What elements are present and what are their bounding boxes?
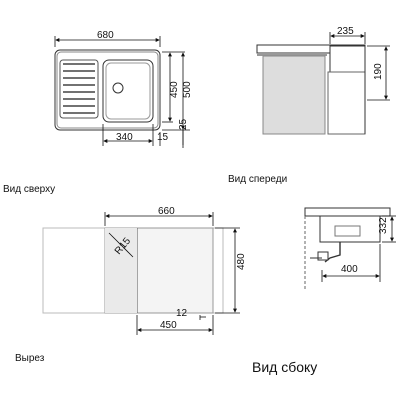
- front-cabinet-right: [327, 71, 366, 135]
- dim-cutout-450: 450: [160, 320, 177, 331]
- side-view-drawing: [304, 207, 391, 290]
- bowl-inner: [105, 62, 151, 120]
- cutout-view-drawing: [42, 227, 224, 314]
- dim-side-400: 400: [341, 264, 358, 275]
- front-bowl: [329, 45, 366, 73]
- dim-bowl-width-340: 340: [116, 132, 133, 143]
- dim-bowl-depth-450: 450: [169, 81, 180, 98]
- cabinet-frame: [262, 55, 326, 135]
- side-view-dimensions: [321, 215, 396, 282]
- side-bowl-inner: [334, 225, 361, 237]
- cabinet: [262, 55, 326, 135]
- dim-cutout-660: 660: [158, 206, 175, 217]
- dim-cutout-480: 480: [236, 253, 247, 270]
- cutout-view-caption: Вырез: [15, 353, 45, 364]
- dim-edge-25: 25: [178, 118, 189, 130]
- front-view-caption: Вид спереди: [228, 174, 287, 185]
- drainboard-grooves: [63, 63, 95, 114]
- top-view-dimensions: [54, 36, 190, 148]
- front-view-drawing: [256, 44, 366, 135]
- side-trap: [317, 251, 329, 261]
- tap-hole: [112, 82, 124, 94]
- drainboard: [59, 59, 99, 119]
- dim-cutout-12: 12: [176, 308, 188, 319]
- dim-side-332: 332: [378, 217, 389, 234]
- dim-front-235: 235: [337, 26, 354, 37]
- side-view-caption: Вид сбоку: [252, 359, 317, 375]
- dim-offset-15: 15: [157, 132, 169, 143]
- dim-front-190: 190: [373, 63, 384, 80]
- top-view-drawing: [54, 49, 161, 131]
- radius-leader: [108, 232, 134, 258]
- cutout-view-dimensions: [104, 212, 240, 335]
- dim-width-680: 680: [97, 30, 114, 41]
- countertop-edge: [257, 53, 327, 56]
- top-view-caption: Вид сверху: [3, 184, 55, 195]
- sink-rim: [56, 51, 159, 129]
- side-countertop: [304, 207, 391, 217]
- front-view-dimensions: [329, 32, 390, 101]
- sink-outline: [54, 49, 161, 131]
- bowl: [102, 59, 154, 123]
- dim-depth-500: 500: [182, 81, 193, 98]
